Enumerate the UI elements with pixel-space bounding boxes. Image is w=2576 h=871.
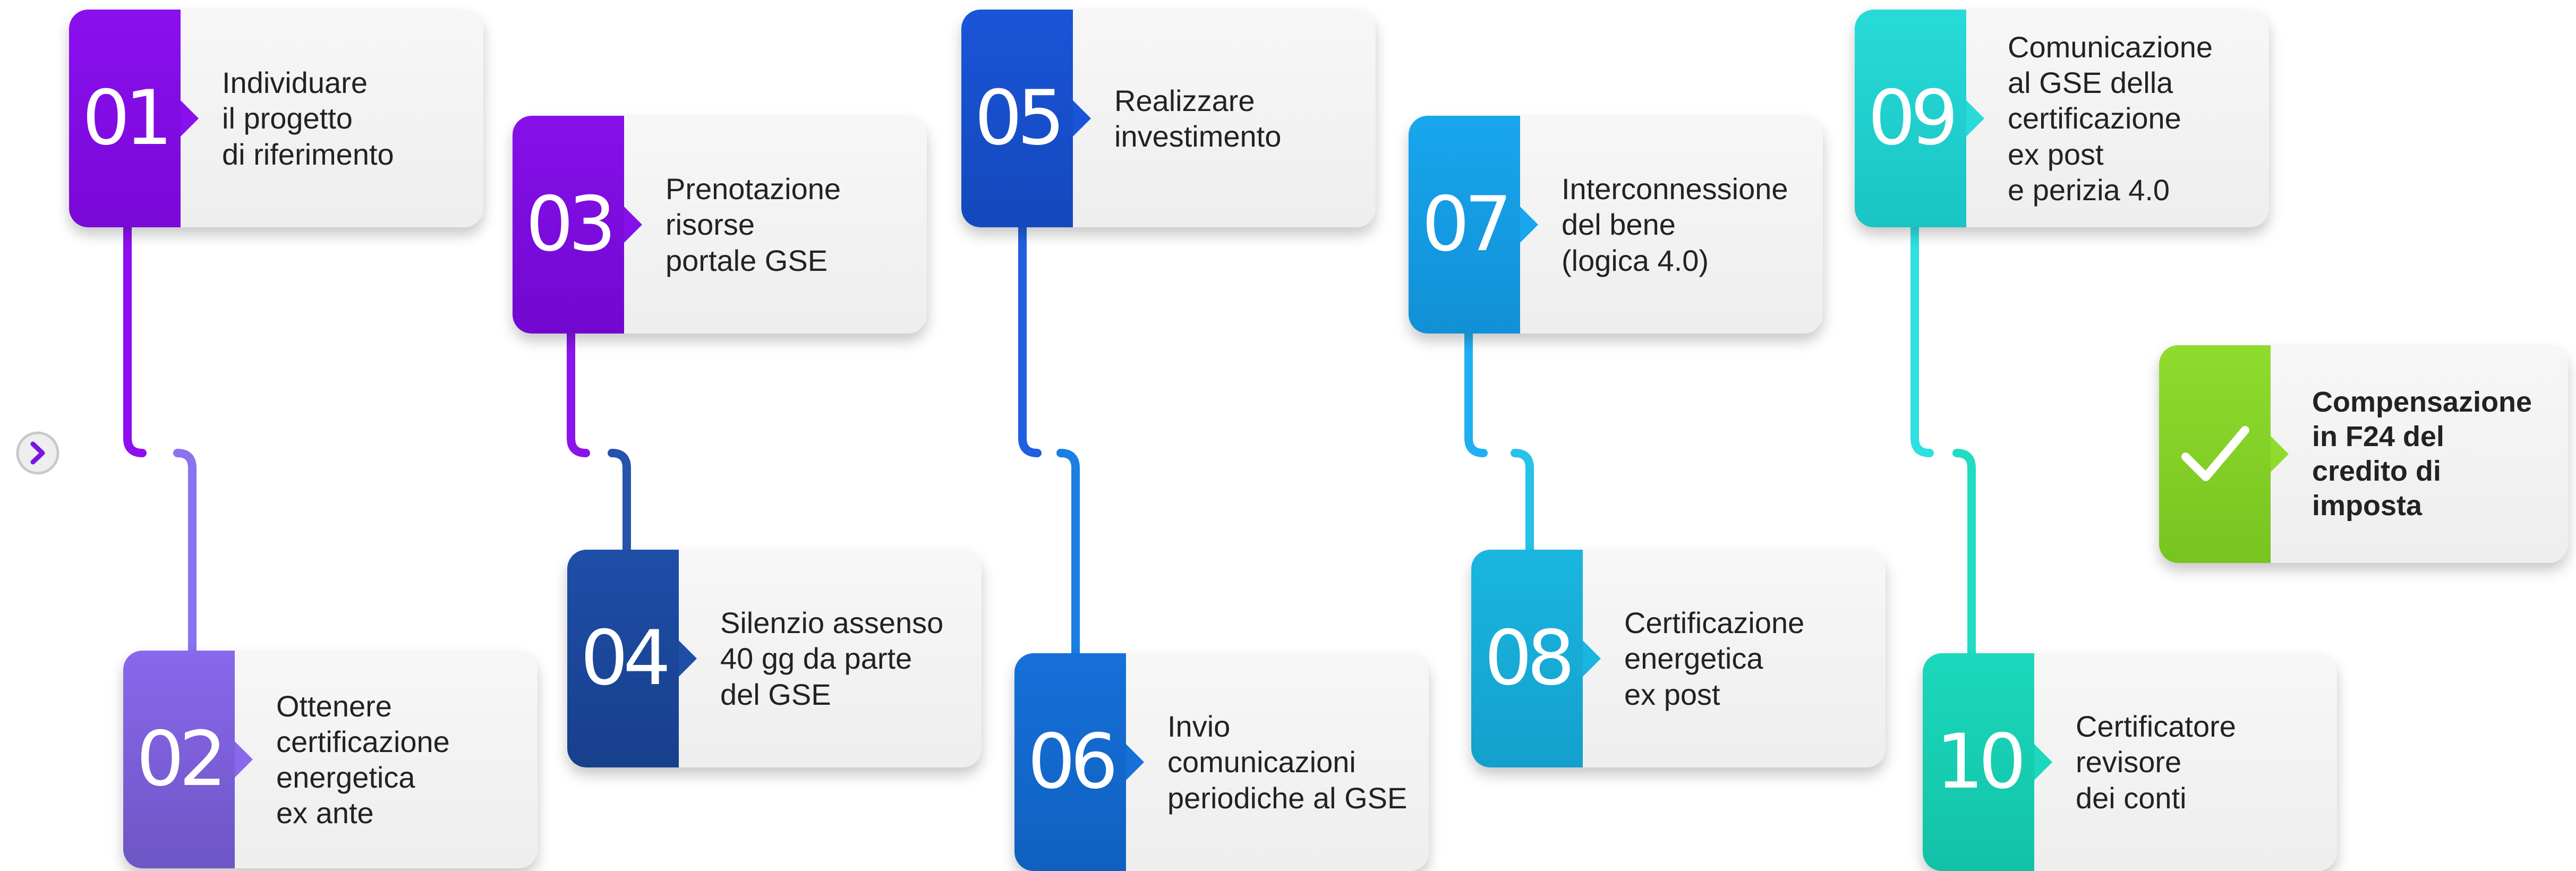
step-number: 01 (82, 74, 173, 162)
step-label: Certificazione energetica ex post (1624, 606, 1805, 711)
step-card-10: 10 Certificatore revisore dei conti (1923, 653, 2337, 871)
step-label: Comunicazione al GSE della certificazion… (2008, 30, 2213, 207)
step-card-04: 04 Silenzio assenso 40 gg da parte del G… (567, 550, 982, 767)
step-label: Realizzare investimento (1114, 83, 1282, 153)
step-number: 10 (1935, 718, 2027, 806)
step-number: 08 (1484, 614, 1575, 702)
step-tab-01: 01 (69, 10, 199, 227)
step-card-08: 08 Certificazione energetica ex post (1471, 550, 1886, 767)
step-tab-10: 10 (1923, 653, 2052, 871)
connector-05 (1018, 218, 1042, 457)
start-chevron-icon (16, 431, 59, 475)
step-card-06: 06 Invio comunicazioni periodiche al GSE (1014, 653, 1429, 871)
step-tab-02: 02 (123, 651, 253, 868)
connector-09 (1910, 218, 1934, 457)
step-tab-05: 05 (961, 10, 1091, 227)
step-card-09: 09 Comunicazione al GSE della certificaz… (1855, 10, 2269, 227)
step-number: 05 (974, 74, 1065, 162)
step-number: 03 (525, 181, 617, 268)
step-tab-03: 03 (513, 116, 642, 334)
connector-02 (173, 449, 197, 660)
step-label: Prenotazione risorse portale GSE (666, 172, 841, 277)
step-card-03: 03 Prenotazione risorse portale GSE (513, 116, 927, 334)
step-number: 06 (1027, 718, 1119, 806)
step-tab-09: 09 (1855, 10, 1984, 227)
step-number: 07 (1421, 181, 1513, 268)
step-tab-08: 08 (1471, 550, 1601, 767)
final-label: Compensazione in F24 del credito di impo… (2312, 386, 2532, 522)
step-label: Individuare il progetto di riferimento (222, 66, 394, 171)
step-number: 04 (580, 614, 671, 702)
step-card-02: 02 Ottenere certificazione energetica ex… (123, 651, 538, 868)
final-tab (2159, 345, 2289, 563)
connector-08 (1511, 449, 1534, 559)
step-tab-04: 04 (567, 550, 697, 767)
step-card-05: 05 Realizzare investimento (961, 10, 1376, 227)
step-label: Certificatore revisore dei conti (2076, 710, 2236, 815)
step-label: Silenzio assenso 40 gg da parte del GSE (720, 606, 944, 711)
final-card: Compensazione in F24 del credito di impo… (2159, 345, 2568, 563)
check-icon (2181, 426, 2249, 481)
step-card-07: 07 Interconnessione del bene (logica 4.0… (1409, 116, 1823, 334)
connector-03 (567, 324, 590, 457)
step-tab-06: 06 (1014, 653, 1144, 871)
step-number: 02 (136, 715, 227, 803)
connector-04 (608, 449, 631, 559)
step-card-01: 01 Individuare il progetto di riferiment… (69, 10, 483, 227)
connector-07 (1464, 324, 1488, 457)
step-tab-07: 07 (1409, 116, 1538, 334)
connector-06 (1056, 449, 1080, 663)
step-label: Interconnessione del bene (logica 4.0) (1562, 172, 1788, 277)
step-number: 09 (1867, 74, 1959, 162)
step-label: Invio comunicazioni periodiche al GSE (1167, 710, 1408, 815)
connector-10 (1952, 449, 1976, 663)
step-label: Ottenere certificazione energetica ex an… (276, 689, 450, 830)
connector-01 (123, 218, 147, 457)
